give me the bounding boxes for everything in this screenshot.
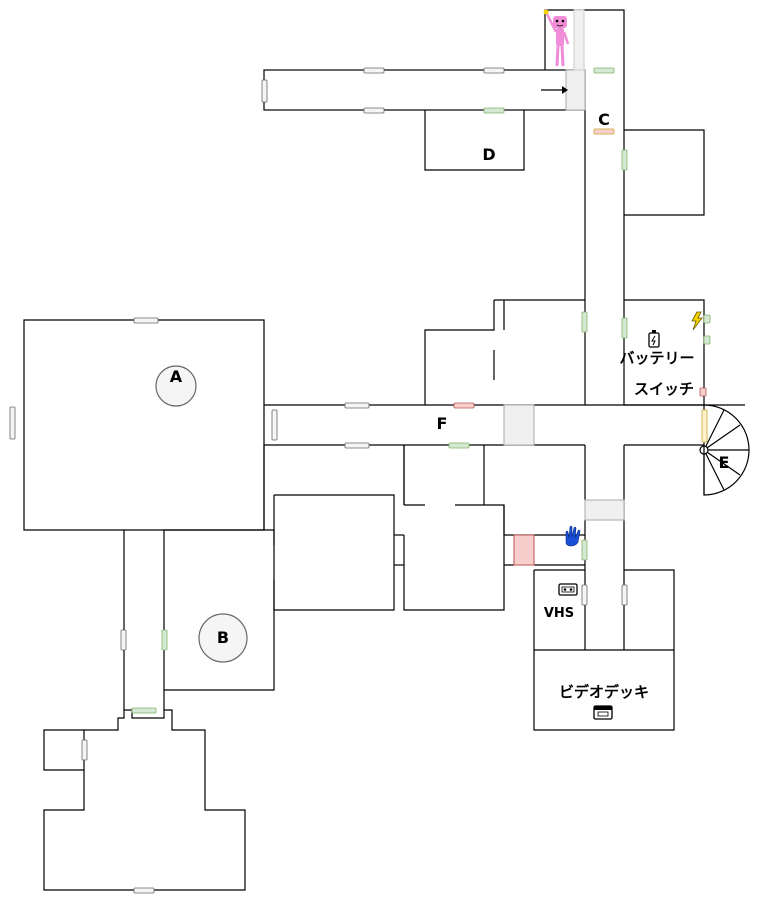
- door-grey-corridor-b-west[interactable]: [120, 629, 127, 651]
- door-grey-south-west[interactable]: [81, 739, 88, 761]
- door-grey-south-bottom[interactable]: [133, 887, 155, 894]
- door-green-vhs-top[interactable]: [581, 539, 588, 561]
- doors: [9, 67, 711, 894]
- door-grey-f-1[interactable]: [344, 402, 370, 409]
- room-north-of-f: [424, 299, 585, 405]
- circle-marker-a: [155, 365, 197, 407]
- label-a: A: [170, 367, 183, 386]
- door-grey-a-west[interactable]: [9, 406, 16, 440]
- corridor-grey-strip-top: [573, 9, 585, 71]
- door-grey-top-3[interactable]: [363, 107, 385, 114]
- room-b: [164, 529, 275, 691]
- switch-red[interactable]: [699, 387, 707, 397]
- label-e: E: [719, 453, 730, 472]
- switch-green-2[interactable]: [703, 335, 711, 345]
- corridor-grey-tile-f: [503, 404, 535, 446]
- room-east-upper: [624, 129, 705, 216]
- room-vhs: [533, 569, 675, 731]
- door-grey-f-2[interactable]: [344, 442, 370, 449]
- corridor-a-south: [123, 530, 165, 710]
- label-vhs: VHS: [544, 606, 574, 621]
- door-green-east-upper[interactable]: [621, 149, 628, 171]
- door-yellow-e[interactable]: [701, 409, 708, 443]
- corridor-grey-tile-top: [565, 69, 586, 111]
- room-a: [23, 319, 265, 531]
- door-red-block[interactable]: [513, 534, 535, 566]
- label-video-deck: ビデオデッキ: [559, 683, 649, 701]
- label-switch: スイッチ: [634, 380, 694, 398]
- vhs-tape-icon: [558, 583, 578, 596]
- door-green-battery[interactable]: [621, 317, 628, 339]
- switch-green-1[interactable]: [703, 314, 711, 324]
- rooms-middle-south: [263, 445, 586, 611]
- video-deck-icon: [593, 705, 613, 720]
- door-grey-top-1[interactable]: [363, 67, 385, 74]
- hand-icon: [565, 525, 581, 547]
- door-green-c-top[interactable]: [593, 67, 615, 74]
- door-green-south[interactable]: [131, 707, 157, 714]
- circle-marker-b: [198, 613, 248, 663]
- label-f: F: [437, 414, 448, 433]
- door-grey-a-north[interactable]: [133, 317, 159, 324]
- door-grey-top-2[interactable]: [483, 67, 505, 74]
- pink-character-icon: [543, 9, 570, 67]
- label-d: D: [482, 145, 495, 164]
- label-b: B: [217, 628, 229, 647]
- door-grey-vhs[interactable]: [581, 584, 588, 606]
- door-yellow-c[interactable]: [593, 128, 615, 135]
- label-c: C: [598, 110, 610, 129]
- room-d: [424, 110, 525, 171]
- door-green-f[interactable]: [448, 442, 470, 449]
- door-green-b[interactable]: [161, 629, 168, 651]
- door-green-north-f[interactable]: [581, 311, 588, 333]
- door-grey-vhs-east[interactable]: [621, 584, 628, 606]
- door-grey-top-west[interactable]: [261, 79, 268, 103]
- corridor-south-east: [584, 445, 625, 650]
- door-red-f[interactable]: [453, 402, 475, 409]
- spiral-stair-e: [699, 404, 750, 496]
- label-battery: バッテリー: [619, 349, 694, 367]
- door-grey-a-east[interactable]: [271, 409, 278, 441]
- door-green-top-d[interactable]: [483, 107, 505, 114]
- south-building: [43, 709, 246, 891]
- corridor-grey-tile-se: [584, 499, 625, 521]
- top-corridor: [263, 69, 586, 111]
- arrow-right-icon: [541, 86, 568, 94]
- lightning-icon: [691, 311, 703, 331]
- battery-icon: [648, 330, 660, 348]
